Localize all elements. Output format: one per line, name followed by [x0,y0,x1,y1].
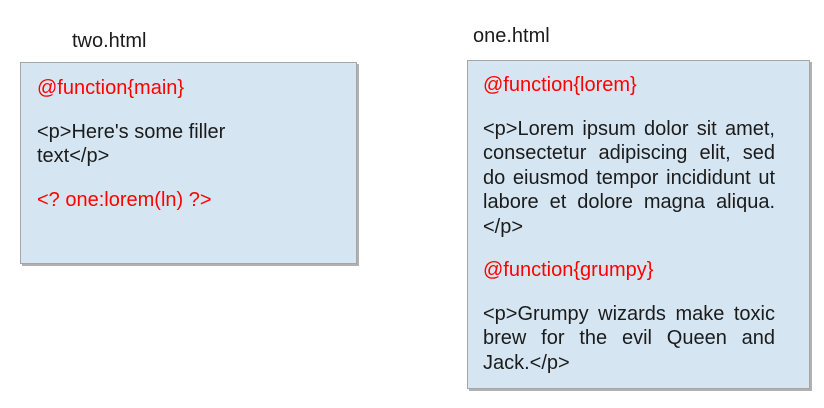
function-declaration-lorem: @function{lorem} [483,74,637,96]
code-paragraph-filler: <p>Here's some filler text</p> [37,120,226,168]
function-declaration-grumpy: @function{grumpy} [483,259,654,281]
file-card-two-html: @function{main} <p>Here's some filler te… [20,62,357,264]
file-card-one-html: @function{lorem} <p>Lorem ipsum dolor si… [467,60,810,389]
file-title-two-html: two.html [72,30,147,52]
template-call-one-lorem: <? one:lorem(ln) ?> [37,188,212,211]
code-paragraph-lorem-ipsum: <p>Lorem ipsum dolor sit amet, consectet… [483,117,775,238]
function-declaration-main: @function{main} [37,77,185,99]
file-title-one-html: one.html [473,25,550,47]
code-paragraph-grumpy: <p>Grumpy wizards make toxic brew for th… [483,302,775,374]
